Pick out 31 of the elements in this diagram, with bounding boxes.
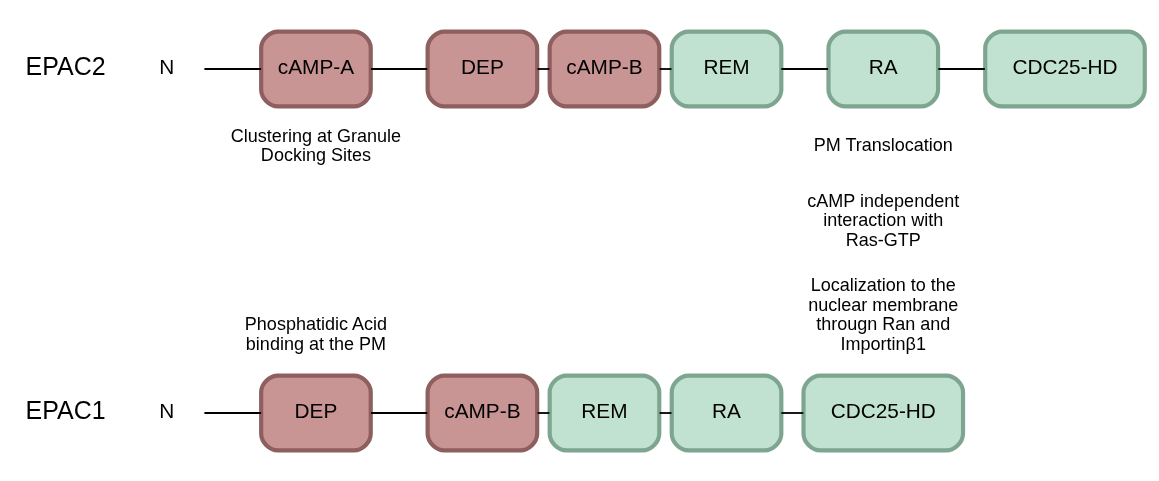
node-box: cAMP-A [259,28,373,109]
node-box: CDC25-HD [801,372,966,453]
connector [780,67,829,70]
node-text: N [159,54,175,78]
node-box: REM [669,28,784,109]
node-label: Phosphatidic Acid binding at the PM [244,313,388,354]
node-box: RA [669,372,784,453]
connector [536,67,551,70]
node-label: Localization to the nuclear membrane througn Ran and Importinβ1 [808,274,959,354]
connector [937,67,986,70]
node-box: CDC25-HD [983,28,1147,109]
label: EPAC1 [25,395,106,424]
node-label: PM Translocation [813,134,953,155]
connector [370,411,429,414]
connector [780,411,805,414]
node-box: DEP [425,28,540,109]
connector [203,411,262,414]
connector [536,411,551,414]
label: EPAC2 [25,51,106,80]
connector [658,411,673,414]
node-box: REM [547,372,662,453]
node-box: cAMP-B [425,372,540,453]
node-box: RA [826,28,941,109]
node-box: cAMP-B [547,28,662,109]
connector [658,67,673,70]
node-label: Clustering at Granule Docking Sites [230,125,402,165]
node-text: N [159,398,175,422]
connector [203,67,262,70]
node-label: cAMP independent interaction with Ras-GTP [807,190,960,250]
node-box: DEP [259,372,373,453]
connector [370,67,429,70]
